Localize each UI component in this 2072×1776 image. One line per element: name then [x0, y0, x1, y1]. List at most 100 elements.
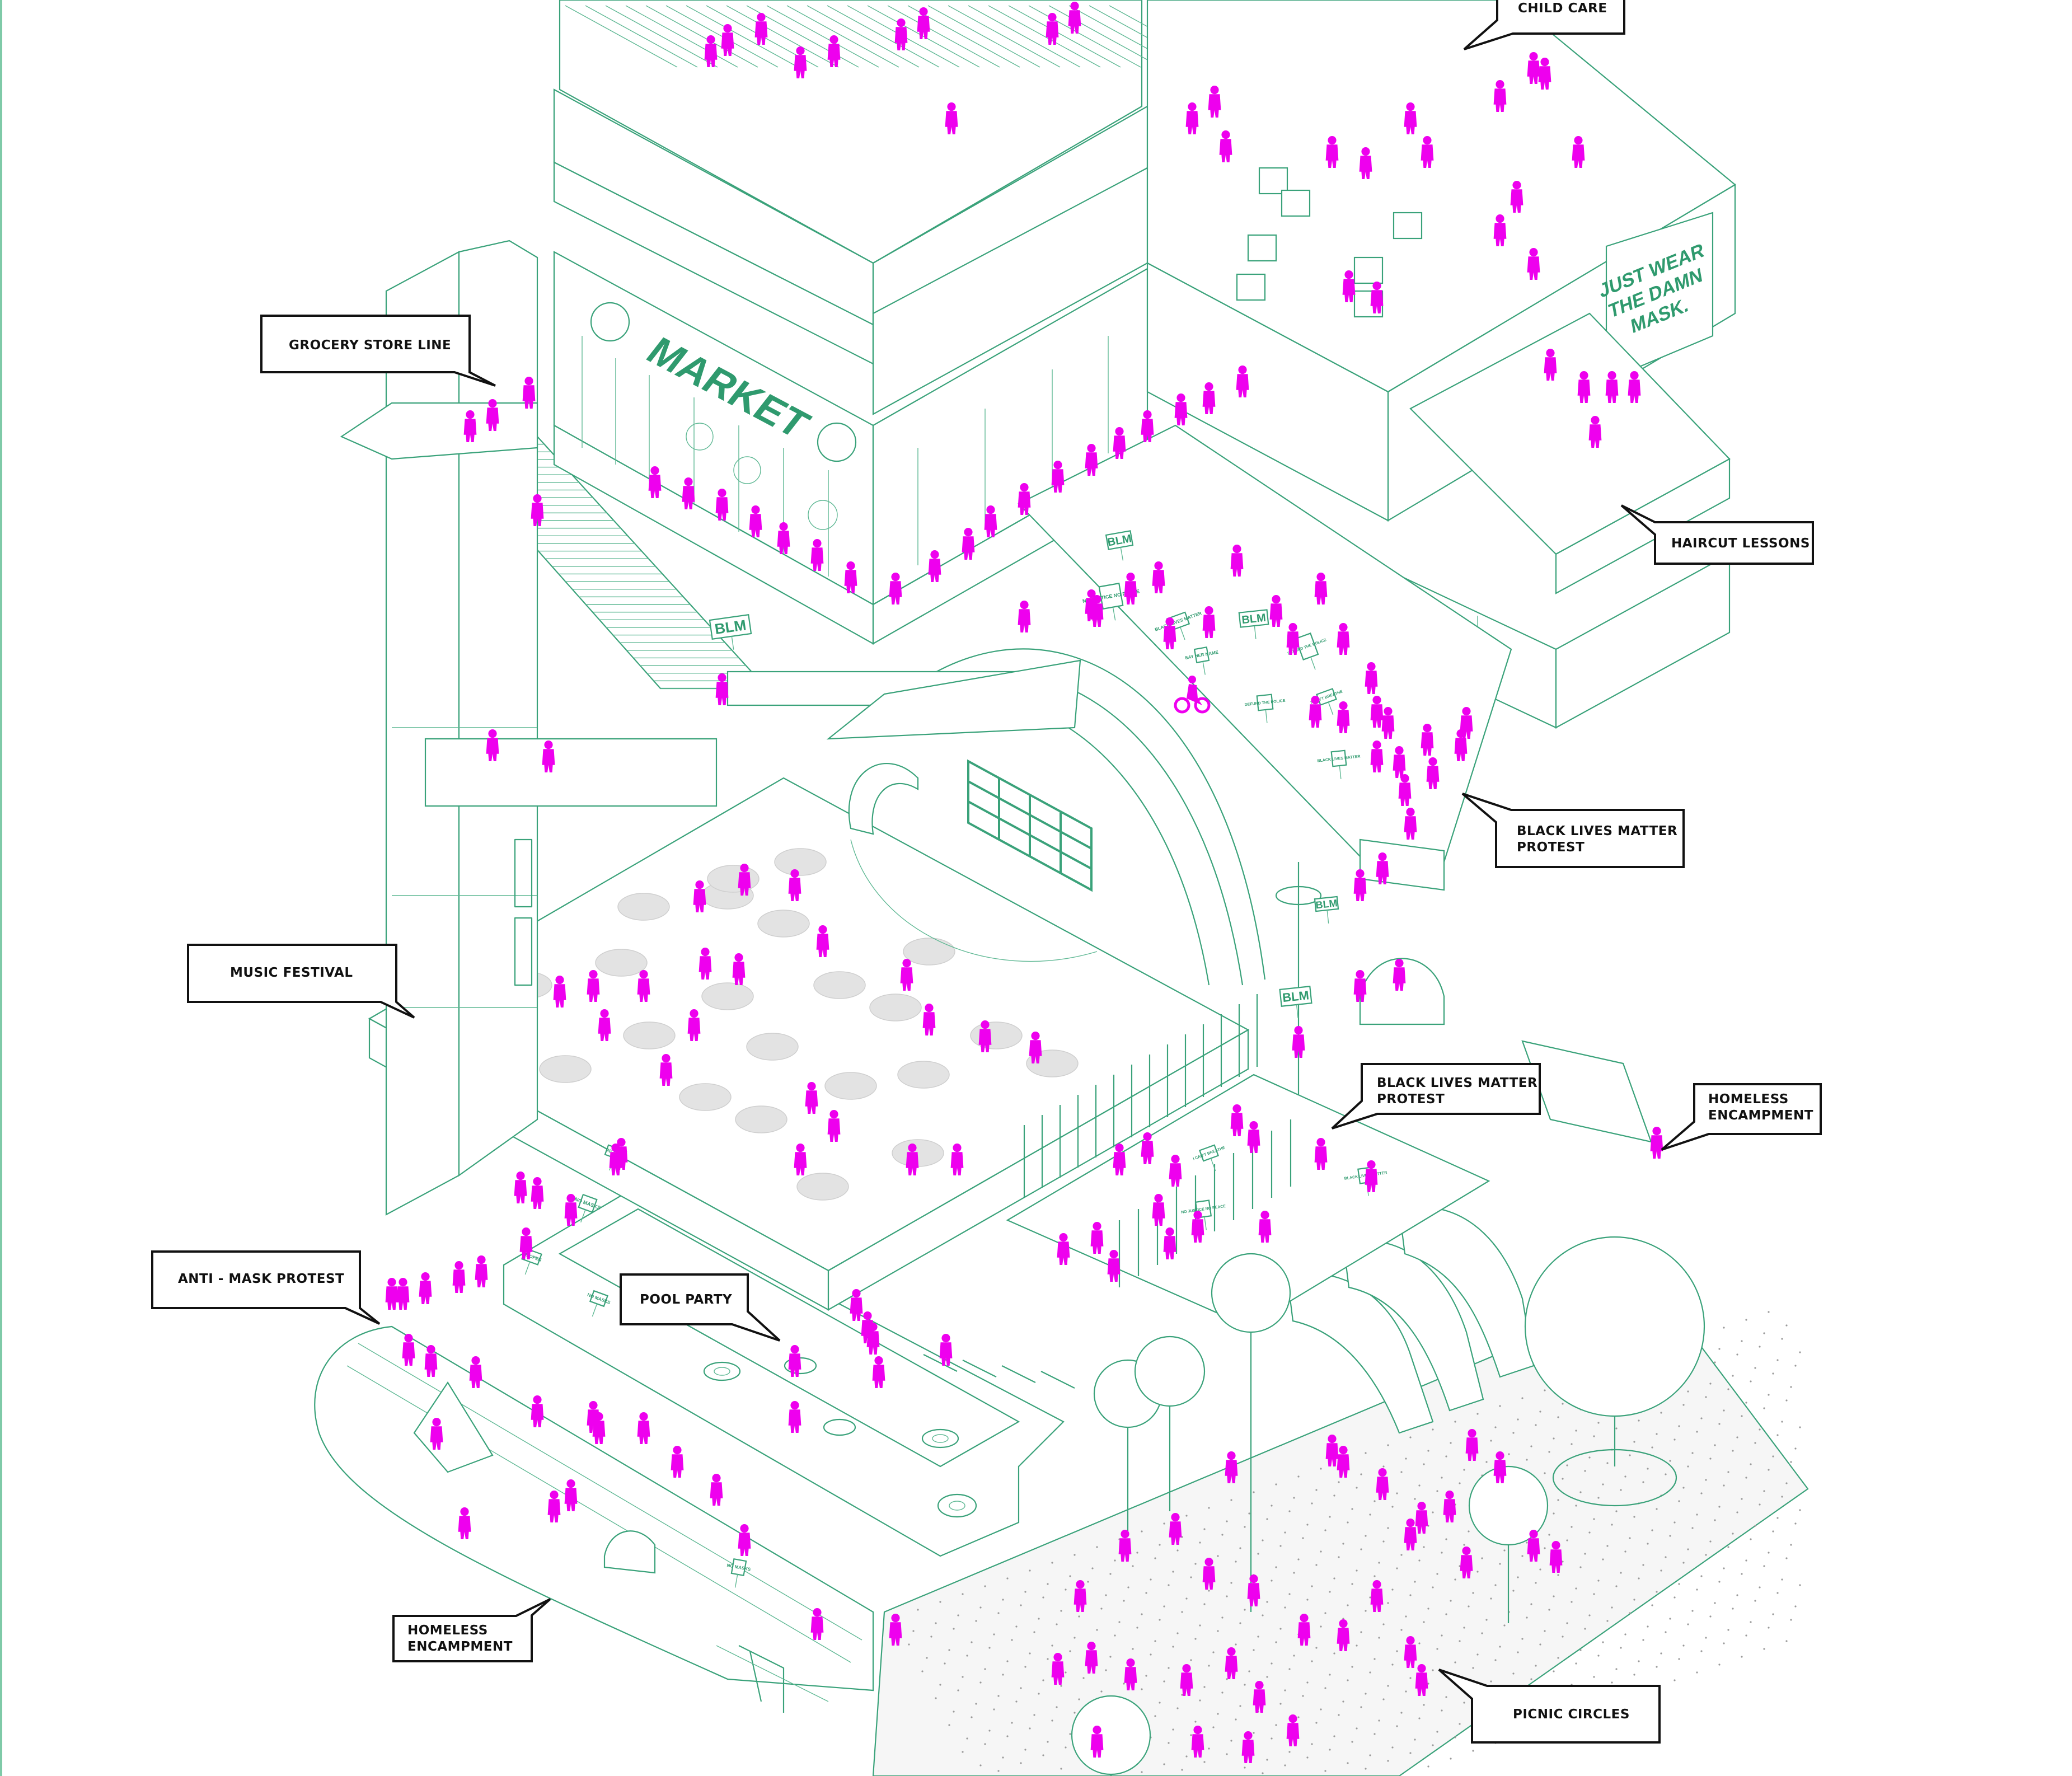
texture-dot [1441, 1634, 1443, 1637]
texture-dot [1548, 1609, 1550, 1611]
person-figure [1191, 1726, 1204, 1758]
texture-dot [1042, 1679, 1044, 1681]
texture-dot [1776, 1592, 1779, 1594]
texture-dot [1665, 1473, 1667, 1475]
texture-dot [1485, 1619, 1488, 1621]
texture-dot [1073, 1712, 1076, 1714]
texture-dot [1418, 1717, 1421, 1719]
person-figure [671, 1446, 684, 1478]
amphitheater [848, 648, 1266, 986]
callout-homeless-encampment-left: HOMELESS ENCAMPMENT [392, 1598, 551, 1662]
texture-dot [1230, 1499, 1232, 1501]
texture-dot [1002, 1599, 1004, 1601]
texture-dot [1253, 1732, 1255, 1734]
seating-pad [813, 971, 866, 999]
texture-dot [1691, 1452, 1694, 1454]
texture-dot [1203, 1603, 1206, 1605]
texture-dot [1356, 1727, 1358, 1730]
texture-dot [1673, 1438, 1676, 1441]
texture-dot [1382, 1540, 1385, 1543]
texture-dot [1365, 1452, 1367, 1454]
texture-dot [1436, 1648, 1438, 1650]
person-figure [1337, 701, 1350, 733]
person-figure [659, 1054, 673, 1086]
texture-dot [1185, 1597, 1188, 1600]
texture-dot [1562, 1478, 1564, 1480]
person-figure [749, 505, 762, 537]
person-figure [906, 1144, 919, 1175]
texture-dot [1230, 1740, 1232, 1742]
person-figure [693, 880, 706, 912]
texture-dot [1329, 1591, 1331, 1593]
texture-dot [1776, 1434, 1779, 1436]
texture-dot [1132, 1648, 1134, 1650]
roof-slat [766, 5, 879, 68]
person-figure [1359, 147, 1372, 179]
roof-slat [786, 5, 899, 68]
protest-sign: BLM [1314, 896, 1339, 924]
person-figure [1191, 1211, 1204, 1243]
person-figure [531, 494, 544, 526]
texture-dot [1799, 1584, 1801, 1586]
texture-dot [1365, 1610, 1367, 1612]
person-figure [1018, 483, 1031, 515]
texture-dot [1347, 1604, 1349, 1606]
person-figure [738, 1524, 751, 1556]
texture-dot [926, 1657, 928, 1659]
roof-slat [867, 5, 980, 68]
texture-dot [1593, 1593, 1595, 1595]
texture-dot [1459, 1565, 1461, 1567]
person-figure [1309, 696, 1322, 728]
texture-dot [1338, 1714, 1340, 1716]
texture-dot [1038, 1618, 1040, 1620]
seating-pad [735, 1105, 787, 1133]
texture-dot [1776, 1359, 1779, 1361]
person-figure [1073, 1580, 1087, 1612]
person-figure [592, 1412, 606, 1444]
person-figure [402, 1334, 415, 1366]
texture-dot [1597, 1580, 1600, 1582]
texture-dot [1705, 1479, 1707, 1481]
texture-dot [1315, 1564, 1318, 1566]
roof-slat [565, 5, 678, 68]
texture-dot [1320, 1550, 1322, 1553]
texture-dot [1494, 1659, 1497, 1661]
person-figure [805, 1082, 818, 1114]
stair-steps-lower [716, 1645, 829, 1702]
texture-dot [1356, 1487, 1358, 1489]
person-figure [1314, 573, 1328, 605]
texture-dot [1638, 1577, 1640, 1580]
texture-dot [1727, 1546, 1729, 1548]
texture-dot [1571, 1443, 1573, 1445]
texture-dot [1705, 1637, 1707, 1639]
person-figure [715, 673, 729, 705]
person-figure [738, 864, 751, 896]
seating-pad [707, 865, 760, 893]
texture-dot [1078, 1615, 1080, 1618]
texture-dot [1333, 1494, 1335, 1497]
roof-slat [665, 5, 779, 68]
texture-dot [1441, 1552, 1443, 1554]
texture-dot [1159, 1702, 1161, 1704]
texture-dot [1369, 1671, 1371, 1674]
texture-dot [1356, 1569, 1358, 1572]
texture-dot [962, 1676, 964, 1678]
roof-slat [927, 5, 1040, 68]
texture-dot [1660, 1569, 1662, 1572]
texture-dot [1597, 1497, 1600, 1499]
sign-text: BLM [1282, 988, 1310, 1005]
person-figure [1337, 623, 1350, 655]
person-figure [788, 1401, 801, 1433]
texture-dot [1673, 1521, 1676, 1524]
person-figure [1169, 1513, 1182, 1545]
roof-slat [625, 5, 738, 68]
protest-sign: NO MASKS [574, 1193, 601, 1223]
texture-dot [1168, 1742, 1170, 1744]
person-figure [1650, 1127, 1663, 1159]
texture-dot [1597, 1655, 1600, 1657]
person-figure [458, 1507, 471, 1539]
texture-dot [1714, 1602, 1716, 1604]
texture-dot [1409, 1677, 1412, 1679]
person-figure [917, 7, 930, 39]
texture-dot [1682, 1404, 1685, 1406]
